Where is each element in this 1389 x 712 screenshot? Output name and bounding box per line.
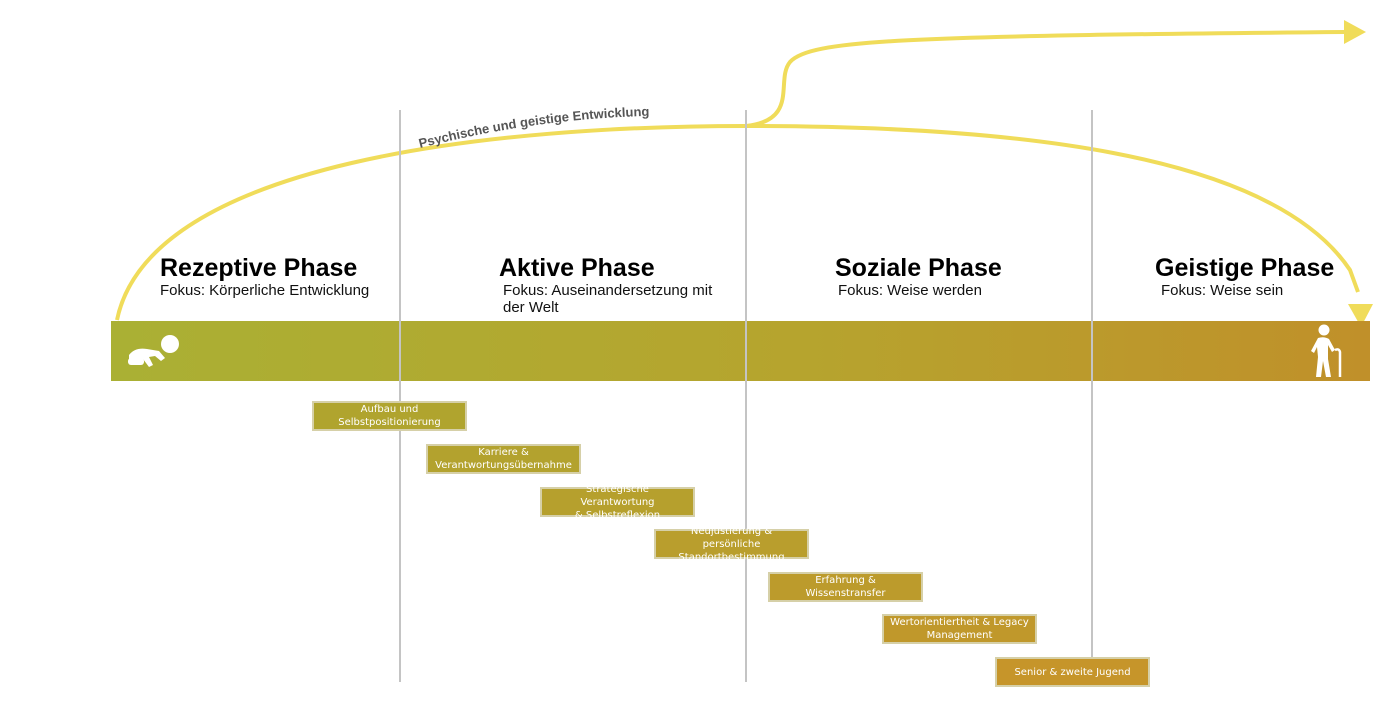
phase-focus-aktive: Fokus: Auseinandersetzung mit der Welt bbox=[503, 282, 712, 316]
milestone-line: Selbstpositionierung bbox=[338, 417, 441, 428]
rising-curve bbox=[745, 30, 1346, 128]
phase-divider-2 bbox=[745, 110, 747, 682]
phase-focus-geistige: Fokus: Weise sein bbox=[1161, 282, 1283, 299]
focus-line: Fokus: Weise werden bbox=[838, 282, 982, 299]
milestone-line: Standortbestimmung bbox=[678, 551, 785, 563]
phase-title-soziale: Soziale Phase bbox=[835, 254, 1002, 282]
milestone-line: Neujustierung & persönliche bbox=[690, 525, 773, 550]
milestone-line: Karriere & bbox=[478, 447, 529, 458]
arc-arrowhead-down bbox=[1348, 304, 1373, 327]
milestone-line: Strategische Verantwortung bbox=[580, 483, 655, 508]
life-timeline-bar bbox=[111, 321, 1370, 381]
rising-curve-arrowhead bbox=[1344, 20, 1366, 44]
milestone-line: Senior & zweite Jugend bbox=[1014, 666, 1131, 678]
milestone-senior: Senior & zweite Jugend bbox=[995, 657, 1150, 687]
milestone-line: Erfahrung & Wissenstransfer bbox=[805, 575, 886, 599]
focus-line: Fokus: Auseinandersetzung mit bbox=[503, 282, 713, 299]
phase-divider-3 bbox=[1091, 110, 1093, 658]
milestone-strategische-verantwortung: Strategische Verantwortung& Selbstreflex… bbox=[540, 483, 695, 521]
milestone-line: Aufbau und bbox=[360, 404, 419, 415]
phase-divider-1 bbox=[399, 110, 401, 682]
phase-title-aktive: Aktive Phase bbox=[499, 254, 655, 282]
phase-title-rezeptive: Rezeptive Phase bbox=[160, 254, 358, 282]
phase-focus-soziale: Fokus: Weise werden bbox=[838, 282, 982, 299]
crawling-baby-icon bbox=[128, 335, 179, 367]
phase-title-geistige: Geistige Phase bbox=[1155, 254, 1335, 282]
milestone-karriere: Karriere & Verantwortungsübernahme bbox=[426, 444, 581, 474]
elderly-person-with-cane-icon bbox=[1311, 324, 1342, 377]
focus-line: Fokus: Weise sein bbox=[1161, 282, 1284, 299]
milestone-erfahrung: Erfahrung & Wissenstransfer bbox=[768, 572, 923, 602]
milestone-line: & Selbstreflexion bbox=[574, 509, 661, 521]
milestone-line: Wertorientiertheit & Legacy bbox=[890, 617, 1029, 628]
phase-focus-rezeptive: Fokus: Körperliche Entwicklung bbox=[160, 282, 369, 299]
milestone-line: Management bbox=[926, 630, 993, 641]
milestone-line: Verantwortungsübernahme bbox=[435, 460, 572, 471]
focus-line: der Welt bbox=[503, 299, 559, 316]
focus-line: Fokus: Körperliche Entwicklung bbox=[160, 282, 370, 299]
